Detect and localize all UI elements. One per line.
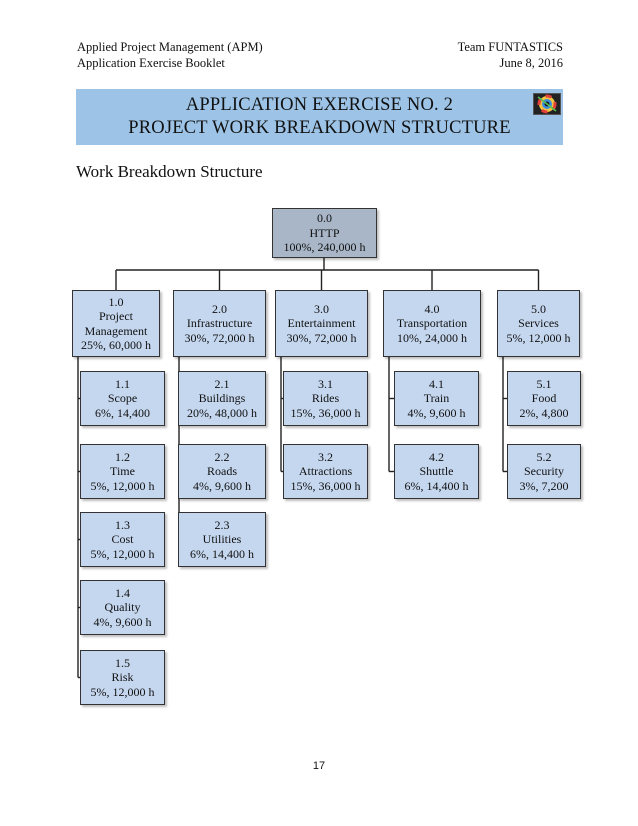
wbs-name: Infrastructure (186, 316, 253, 331)
wbs-id: 1.2 (115, 449, 130, 464)
exercise-banner: APPLICATION EXERCISE NO. 2 PROJECT WORK … (76, 89, 563, 145)
wbs-id: 2.0 (212, 301, 227, 316)
wbs-alloc: 30%, 72,000 h (184, 330, 255, 345)
wbs-id: 1.4 (115, 585, 130, 600)
banner-title-line2: PROJECT WORK BREAKDOWN STRUCTURE (128, 118, 511, 138)
wbs-id: 3.2 (318, 449, 333, 464)
wbs-alloc: 6%, 14,400 (95, 405, 150, 420)
wbs-alloc: 6%, 14,400 h (404, 478, 469, 493)
wbs-alloc: 3%, 7,200 (519, 478, 569, 493)
document-date: June 8, 2016 (499, 56, 563, 70)
wbs-id: 1.3 (115, 517, 130, 532)
wbs-id: 1.1 (115, 376, 130, 391)
team-name: Team FUNTASTICS (457, 40, 563, 54)
wbs-id: 2.1 (214, 376, 230, 391)
wbs-alloc: 15%, 36,000 h (290, 405, 361, 420)
wbs-alloc: 5%, 12,000 h (90, 546, 155, 561)
wbs-alloc: 4%, 9,600 h (93, 614, 152, 629)
document-header-right: Team FUNTASTICS June 8, 2016 (458, 39, 563, 71)
page-number: 17 (312, 760, 326, 772)
color-wheel-logo-icon (533, 93, 561, 115)
wbs-id: 4.1 (429, 376, 444, 391)
wbs-name: Roads (207, 464, 237, 479)
wbs-name: Project Management (84, 309, 148, 338)
wbs-id: 3.0 (314, 301, 329, 316)
wbs-alloc: 4%, 9,600 h (193, 478, 251, 493)
banner-title-line1: APPLICATION EXERCISE NO. 2 (185, 95, 454, 115)
wbs-name: Rides (311, 391, 340, 406)
wbs-id: 1.0 (108, 294, 124, 309)
wbs-name: Time (110, 464, 135, 479)
wbs-alloc: 5%, 12,000 h (90, 684, 155, 699)
wbs-id: 5.2 (536, 449, 552, 464)
wbs-alloc: 30%, 72,000 h (286, 330, 357, 345)
wbs-id: 4.0 (424, 301, 440, 316)
wbs-id: 0.0 (317, 211, 332, 226)
wbs-name: Attractions (298, 464, 353, 479)
wbs-alloc: 5%, 12,000 h (506, 330, 571, 345)
wbs-name: Cost (111, 532, 134, 547)
course-title: Applied Project Management (APM) (77, 40, 263, 54)
wbs-name: Buildings (198, 391, 246, 406)
wbs-alloc: 4%, 9,600 h (407, 405, 466, 420)
wbs-alloc: 10%, 24,000 h (397, 330, 467, 345)
section-title: Work Breakdown Structure (76, 162, 263, 181)
wbs-name: Security (524, 464, 564, 479)
wbs-name: Scope (107, 391, 138, 406)
wbs-id: 5.0 (531, 301, 546, 316)
wbs-alloc: 2%, 4,800 (519, 405, 569, 420)
wbs-name: HTTP (309, 225, 340, 240)
wbs-alloc: 25%, 60,000 h (81, 338, 151, 352)
wbs-alloc: 100%, 240,000 h (283, 240, 366, 255)
wbs-name: Services (518, 316, 559, 331)
wbs-id: 4.2 (429, 449, 444, 464)
wbs-alloc: 5%, 12,000 h (90, 478, 155, 493)
wbs-name: Quality (104, 600, 141, 615)
wbs-name: Shuttle (419, 464, 454, 479)
wbs-id: 2.3 (214, 517, 230, 532)
booklet-title: Application Exercise Booklet (77, 56, 225, 70)
document-header-left: Applied Project Management (APM) Applica… (77, 39, 263, 71)
wbs-name: Risk (111, 670, 134, 685)
wbs-name: Food (531, 391, 557, 406)
wbs-id: 1.5 (115, 655, 130, 670)
wbs-id: 2.2 (214, 449, 230, 464)
wbs-alloc: 15%, 36,000 h (290, 478, 361, 493)
wbs-alloc: 20%, 48,000 h (187, 405, 257, 420)
wbs-name: Train (423, 391, 450, 406)
wbs-id: 3.1 (318, 376, 333, 391)
wbs-name: Entertainment (287, 316, 356, 331)
wbs-alloc: 6%, 14,400 h (190, 546, 254, 561)
wbs-name: Transportation (396, 316, 468, 331)
wbs-name: Utilities (202, 532, 242, 547)
wbs-id: 5.1 (536, 376, 552, 391)
